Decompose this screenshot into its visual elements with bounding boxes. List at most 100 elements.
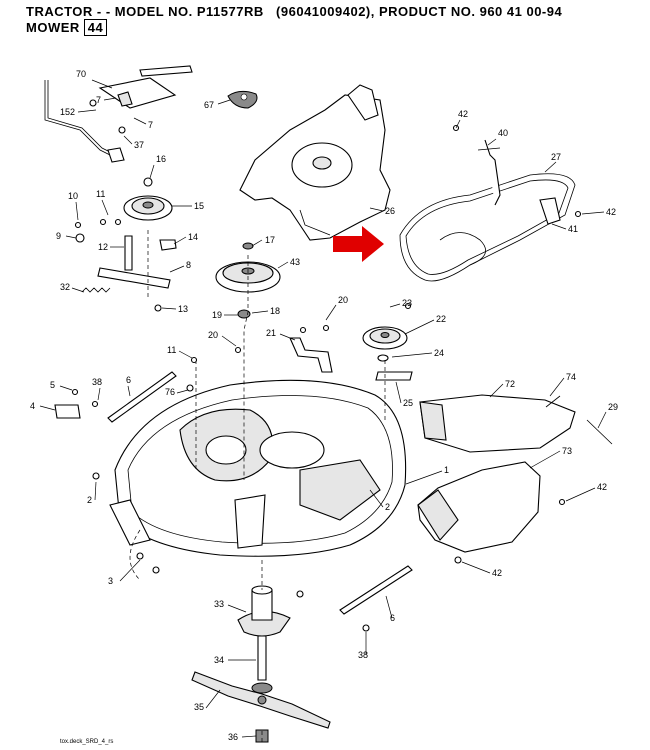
leader-line-6 bbox=[385, 595, 393, 619]
leader-line-74 bbox=[549, 377, 565, 397]
red-arrow bbox=[333, 226, 384, 262]
part-label-26: 26 bbox=[385, 206, 395, 216]
part-label-6: 6 bbox=[390, 613, 395, 623]
leader-line-36 bbox=[241, 735, 257, 738]
leader-line-11 bbox=[178, 350, 193, 359]
bracket-21 bbox=[289, 337, 333, 373]
spindle-33 bbox=[237, 585, 291, 637]
part-label-11: 11 bbox=[167, 345, 176, 355]
blade-35 bbox=[191, 671, 331, 729]
leader-line-6 bbox=[127, 385, 131, 397]
part-label-40: 40 bbox=[498, 128, 508, 138]
page-title: TRACTOR - - MODEL NO. P11577RB (96041009… bbox=[26, 4, 563, 19]
idler-pulley-15 bbox=[123, 177, 173, 221]
leader-line-20 bbox=[221, 335, 237, 347]
leader-line-10 bbox=[75, 201, 79, 221]
part-label-33: 33 bbox=[214, 599, 224, 609]
idler-arm-8 bbox=[75, 233, 177, 289]
part-label-41: 41 bbox=[568, 224, 578, 234]
leader-line-24 bbox=[391, 352, 433, 358]
leader-line-5 bbox=[59, 385, 73, 391]
part-label-2: 2 bbox=[385, 502, 390, 512]
drawing-code: tox.deck_SRD_4_rs bbox=[60, 739, 113, 745]
leader-line-27 bbox=[544, 161, 557, 173]
leader-line-18 bbox=[251, 310, 269, 314]
part-label-22: 22 bbox=[436, 314, 446, 324]
part-label-10: 10 bbox=[68, 191, 78, 201]
leader-line-3 bbox=[119, 559, 141, 582]
part-label-20: 20 bbox=[338, 295, 348, 305]
part-label-15: 15 bbox=[194, 201, 204, 211]
leader-line-42 bbox=[455, 119, 461, 129]
part-label-42: 42 bbox=[606, 207, 616, 217]
leader-line-1 bbox=[405, 470, 443, 485]
leader-line-42 bbox=[461, 561, 491, 574]
chute-72 bbox=[419, 394, 576, 453]
spring-32 bbox=[81, 287, 111, 293]
leader-line-20 bbox=[325, 304, 337, 321]
leader-line-7 bbox=[103, 97, 117, 101]
part-label-42: 42 bbox=[458, 109, 468, 119]
part-label-70: 70 bbox=[76, 69, 86, 79]
part-label-9: 9 bbox=[56, 231, 61, 241]
leader-line-21 bbox=[279, 333, 296, 341]
part-label-24: 24 bbox=[434, 348, 444, 358]
leader-line-8 bbox=[169, 265, 185, 273]
part-label-76: 76 bbox=[165, 387, 175, 397]
leader-line-42 bbox=[581, 211, 605, 215]
part-label-43: 43 bbox=[290, 257, 300, 267]
part-label-29: 29 bbox=[608, 402, 618, 412]
blade-bolt-36 bbox=[255, 729, 269, 743]
leader-line-16 bbox=[149, 164, 155, 179]
part-label-11: 11 bbox=[96, 189, 105, 199]
rod-6-left bbox=[107, 371, 177, 423]
leader-line-23 bbox=[389, 303, 401, 308]
part-label-42: 42 bbox=[597, 482, 607, 492]
leader-line-32 bbox=[71, 287, 85, 293]
part-label-7: 7 bbox=[148, 120, 153, 130]
leader-line-41 bbox=[551, 223, 567, 230]
leader-line-7 bbox=[133, 117, 147, 125]
part-label-27: 27 bbox=[551, 152, 561, 162]
part-label-73: 73 bbox=[562, 446, 572, 456]
leader-line-152 bbox=[77, 109, 97, 113]
leader-line-76 bbox=[176, 389, 189, 394]
leader-line-17 bbox=[251, 239, 263, 247]
spindle-shaft-34 bbox=[251, 635, 273, 694]
part-label-5: 5 bbox=[50, 380, 55, 390]
part-label-37: 37 bbox=[134, 140, 144, 150]
part-label-6: 6 bbox=[126, 375, 131, 385]
leader-line-73 bbox=[529, 450, 561, 469]
belt-guide-40 bbox=[477, 139, 501, 206]
part-label-18: 18 bbox=[270, 306, 280, 316]
part-label-20: 20 bbox=[208, 330, 218, 340]
part-label-2: 2 bbox=[87, 495, 92, 505]
part-label-25: 25 bbox=[403, 398, 413, 408]
part-label-21: 21 bbox=[266, 328, 276, 338]
part-label-7: 7 bbox=[96, 95, 101, 105]
part-label-8: 8 bbox=[186, 260, 191, 270]
part-label-3: 3 bbox=[108, 576, 113, 586]
leader-line-42 bbox=[565, 487, 596, 502]
leader-line-14 bbox=[173, 236, 187, 245]
part-label-14: 14 bbox=[188, 232, 198, 242]
belt-guide-41 bbox=[539, 197, 561, 225]
drive-belt-27 bbox=[399, 173, 576, 282]
knob-67 bbox=[227, 90, 258, 109]
leader-line-4 bbox=[39, 405, 56, 411]
leader-line-33 bbox=[227, 604, 247, 613]
part-label-67: 67 bbox=[204, 100, 214, 110]
leader-line-11 bbox=[101, 199, 109, 216]
part-label-42: 42 bbox=[492, 568, 502, 578]
part-label-74: 74 bbox=[566, 372, 576, 382]
leader-line-43 bbox=[277, 261, 289, 269]
part-label-17: 17 bbox=[265, 235, 275, 245]
right-pulley-22 bbox=[362, 326, 413, 381]
leader-line-9 bbox=[65, 235, 77, 239]
part-label-12: 12 bbox=[98, 242, 108, 252]
part-label-34: 34 bbox=[214, 655, 224, 665]
deflector-73 bbox=[417, 461, 541, 553]
